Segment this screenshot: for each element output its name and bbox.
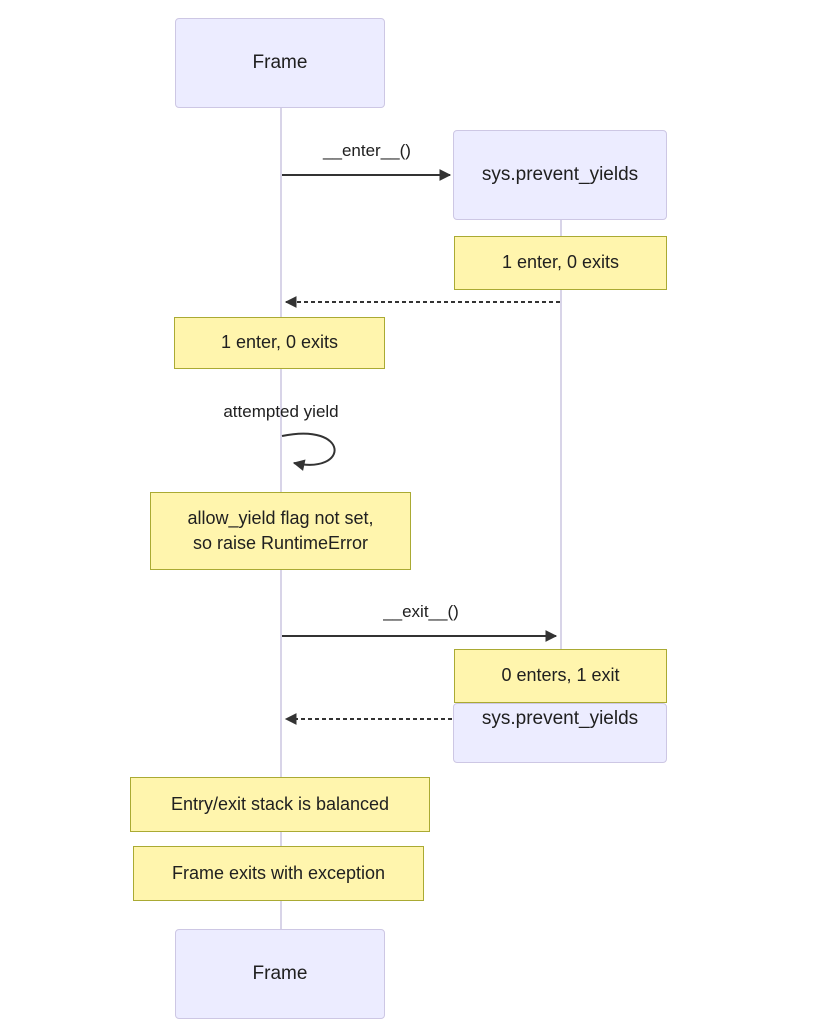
note-sys-enter-count: 1 enter, 0 exits xyxy=(454,236,667,290)
lifeline-sys-prevent-yields xyxy=(560,220,562,703)
actor-sys-top-label: sys.prevent_yields xyxy=(481,164,639,185)
enter-message-label: __enter__() xyxy=(323,141,411,160)
exit-message-label: __exit__() xyxy=(383,602,459,621)
note-sys-exit-count: 0 enters, 1 exit xyxy=(454,649,667,703)
actor-frame-top: Frame xyxy=(175,18,385,108)
note-runtime-error: allow_yield flag not set, so raise Runti… xyxy=(150,492,411,570)
actor-frame-bottom: Frame xyxy=(175,929,385,1019)
note-frame-exception: Frame exits with exception xyxy=(133,846,424,901)
note-frame-enter-count: 1 enter, 0 exits xyxy=(174,317,385,369)
note-stack-balanced: Entry/exit stack is balanced xyxy=(130,777,430,832)
self-loop-arrow xyxy=(281,432,336,471)
actor-sys-prevent-yields-bottom: sys.prevent_yields xyxy=(453,703,667,763)
self-loop-message-label: attempted yield xyxy=(223,402,339,421)
actor-sys-bottom-label: sys.prevent_yields xyxy=(481,708,639,729)
actor-frame-top-label: Frame xyxy=(252,52,308,73)
actor-frame-bottom-label: Frame xyxy=(252,963,308,984)
actor-sys-prevent-yields-top: sys.prevent_yields xyxy=(453,130,667,220)
